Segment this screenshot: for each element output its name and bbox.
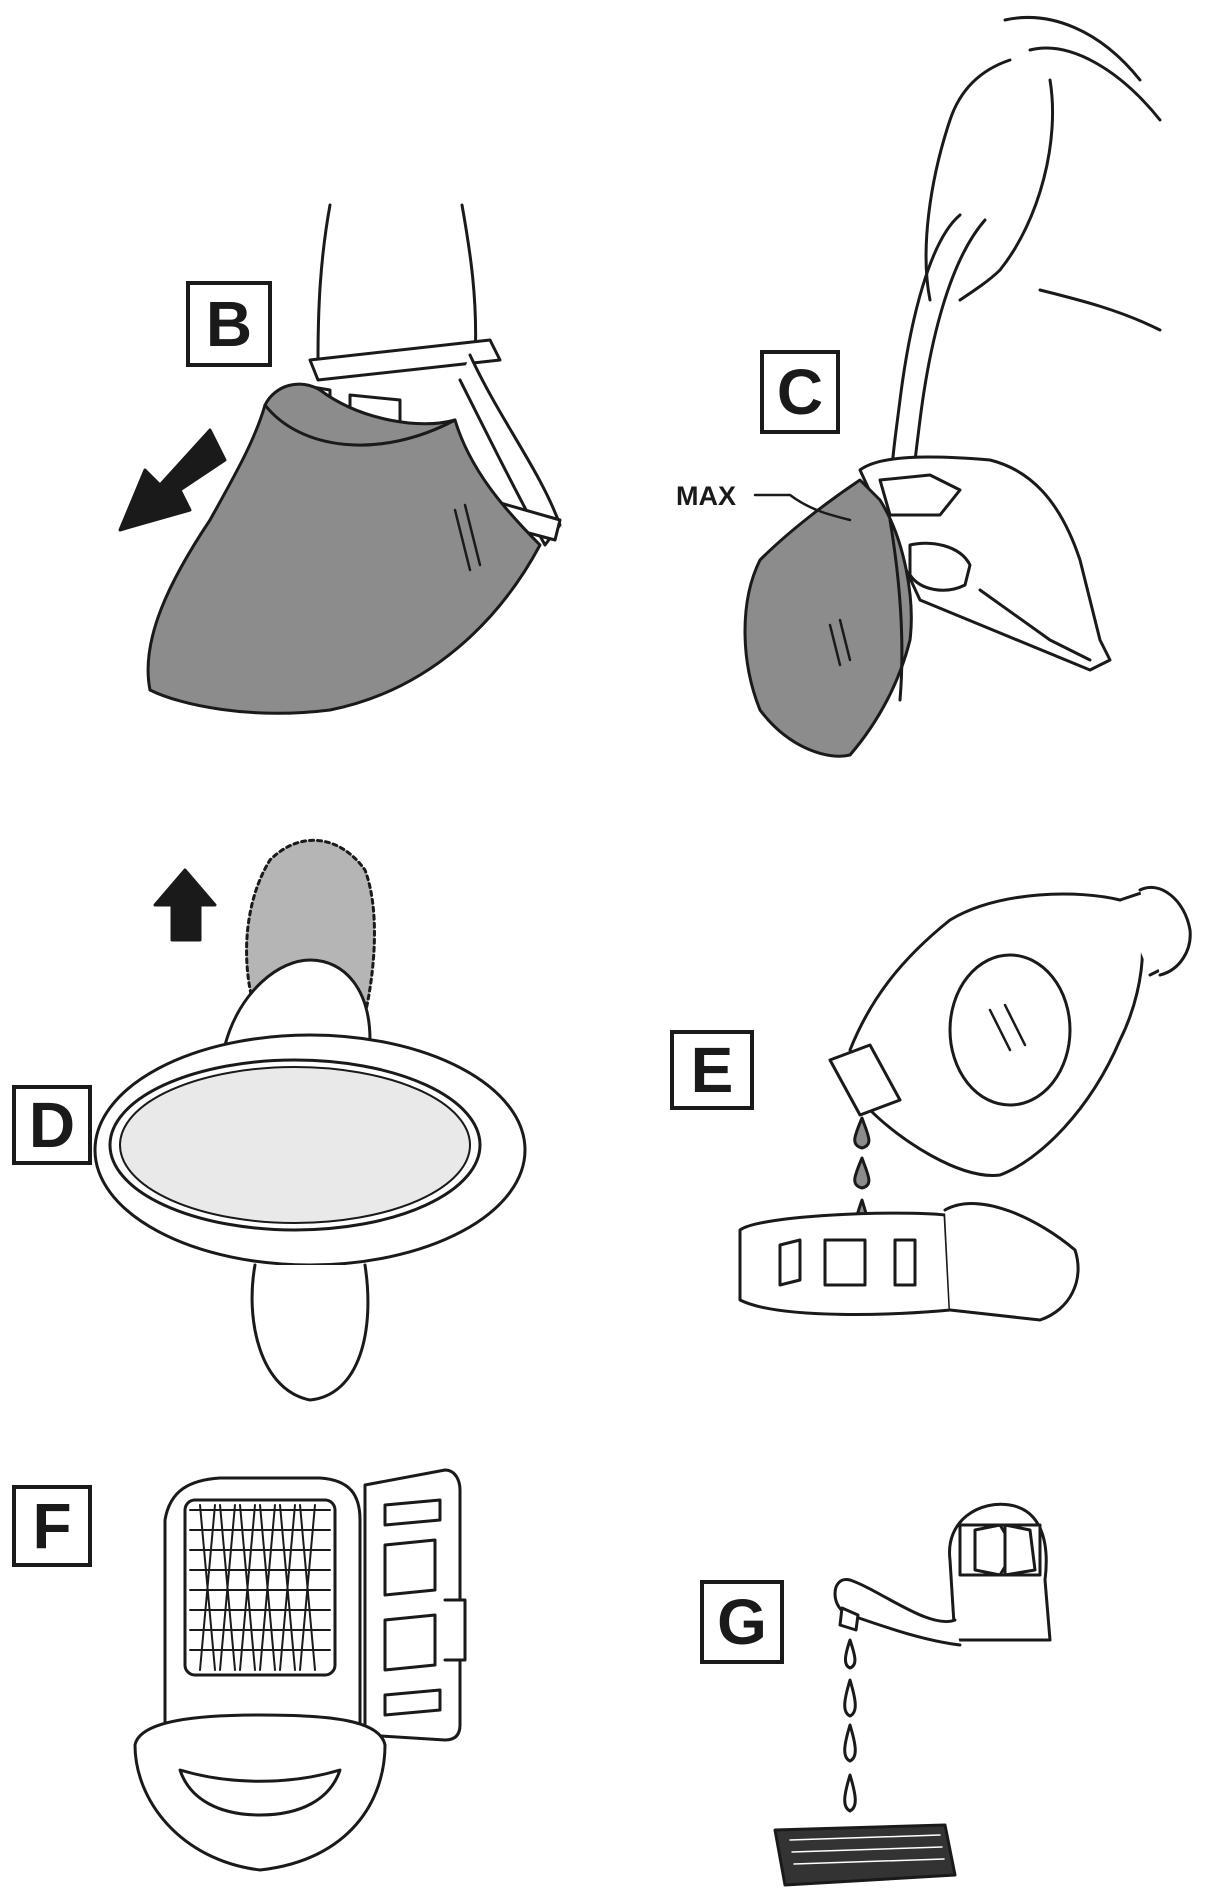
arrow-up-icon [153,868,217,942]
water-drop-icon [853,1156,871,1190]
panel-label-c: C [760,350,840,434]
water-drop-icon [844,1638,857,1670]
water-drop-icon [853,1116,871,1150]
arrow-left-down-icon [118,428,227,532]
panel-b-illustration [118,203,562,715]
panel-label-e: E [670,1030,754,1110]
water-drop-icon [843,1773,857,1813]
panel-label-f: F [12,1485,92,1567]
water-drop-icon [843,1723,857,1763]
panel-label-d: D [12,1085,92,1165]
panel-e-illustration [738,885,1192,1322]
panel-label-g: G [700,1580,784,1664]
panel-c-illustration: MAX [676,16,1162,758]
max-annotation: MAX [676,481,736,511]
panel-f-illustration [133,1468,467,1872]
panel-g-illustration [773,1502,1052,1887]
panel-d-illustration [93,838,527,1402]
panel-label-b: B [186,281,272,367]
water-drop-icon [843,1678,857,1718]
